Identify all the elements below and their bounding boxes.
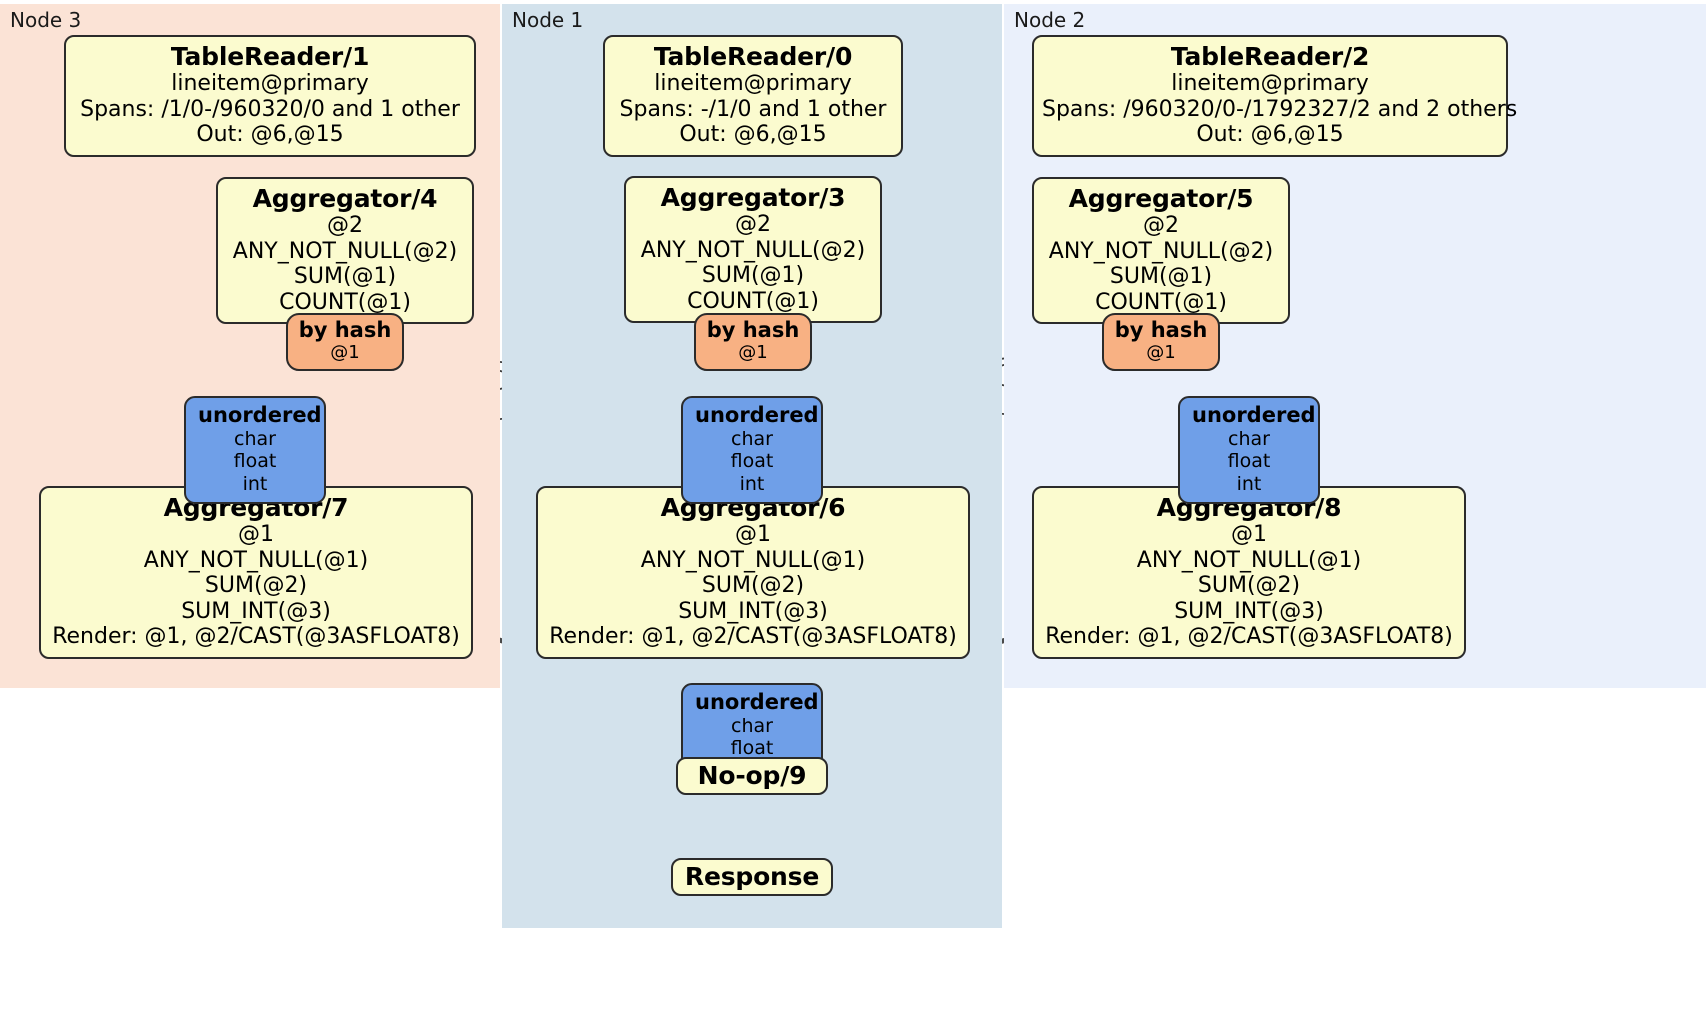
processor-line: Render: @1, @2/CAST(@3ASFLOAT8) <box>52 624 460 650</box>
processor-title: Aggregator/4 <box>252 184 438 213</box>
node-panel-label-node3: Node 3 <box>10 8 82 32</box>
synchronizer-line: char <box>1228 427 1270 450</box>
processor-line: lineitem@primary <box>1171 71 1369 96</box>
processor-line: SUM(@2) <box>204 573 308 599</box>
synchronizer-unordered-center[interactable]: unordered char float int <box>681 396 823 504</box>
processor-line: SUM_INT(@3) <box>1174 598 1324 624</box>
processor-aggregator-8[interactable]: Aggregator/8 @1 ANY_NOT_NULL(@1) SUM(@2)… <box>1032 486 1466 659</box>
processor-line: SUM(@1) <box>701 263 805 289</box>
synchronizer-title: unordered <box>695 690 819 714</box>
synchronizer-line: float <box>233 450 277 473</box>
processor-tablereader-1[interactable]: TableReader/1 lineitem@primary Spans: /1… <box>64 35 476 157</box>
processor-line: @2 <box>327 213 363 238</box>
processor-line: @2 <box>1143 213 1179 238</box>
synchronizer-line: int <box>739 472 765 495</box>
synchronizer-unordered-left[interactable]: unordered char float int <box>184 396 326 504</box>
processor-line: @2 <box>735 212 771 237</box>
processor-line: Out: @6,@15 <box>679 122 827 148</box>
processor-line: COUNT(@1) <box>279 289 411 315</box>
processor-line: Render: @1, @2/CAST(@3ASFLOAT8) <box>1045 624 1453 650</box>
processor-line: ANY_NOT_NULL(@2) <box>1048 238 1274 264</box>
processor-tablereader-0[interactable]: TableReader/0 lineitem@primary Spans: -/… <box>603 35 903 157</box>
node-panel-label-node1: Node 1 <box>512 8 584 32</box>
processor-aggregator-7[interactable]: Aggregator/7 @1 ANY_NOT_NULL(@1) SUM(@2)… <box>39 486 473 659</box>
synchronizer-title: unordered <box>695 403 819 427</box>
processor-line: Render: @1, @2/CAST(@3ASFLOAT8) <box>549 624 957 650</box>
synchronizer-line: float <box>730 737 774 760</box>
router-line: @1 <box>330 341 360 363</box>
synchronizer-line: float <box>730 450 774 473</box>
router-by-hash-left[interactable]: by hash @1 <box>286 313 404 371</box>
processor-line: SUM(@1) <box>293 264 397 290</box>
router-title: by hash <box>1114 318 1208 342</box>
processor-line: lineitem@primary <box>171 71 369 96</box>
processor-line: SUM(@2) <box>1197 573 1301 599</box>
synchronizer-line: char <box>731 427 773 450</box>
processor-response[interactable]: Response <box>671 858 833 896</box>
processor-line: @1 <box>1231 522 1267 547</box>
processor-title: TableReader/2 <box>1170 42 1370 71</box>
processor-title: Aggregator/3 <box>660 183 846 212</box>
processor-line: SUM(@1) <box>1109 264 1213 290</box>
processor-line: ANY_NOT_NULL(@2) <box>640 237 866 263</box>
router-title: by hash <box>706 318 800 342</box>
router-title: by hash <box>298 318 392 342</box>
processor-aggregator-5[interactable]: Aggregator/5 @2 ANY_NOT_NULL(@2) SUM(@1)… <box>1032 177 1290 325</box>
processor-line: Spans: /960320/0-/1792327/2 and 2 others <box>1042 96 1518 122</box>
processor-aggregator-6[interactable]: Aggregator/6 @1 ANY_NOT_NULL(@1) SUM(@2)… <box>536 486 970 659</box>
processor-title: TableReader/0 <box>653 42 853 71</box>
processor-line: ANY_NOT_NULL(@1) <box>640 547 866 573</box>
processor-line: SUM_INT(@3) <box>678 598 828 624</box>
processor-line: ANY_NOT_NULL(@1) <box>143 547 369 573</box>
processor-line: ANY_NOT_NULL(@1) <box>1136 547 1362 573</box>
processor-line: @1 <box>238 522 274 547</box>
processor-title: Response <box>684 862 820 891</box>
processor-line: COUNT(@1) <box>1095 289 1227 315</box>
processor-line: Out: @6,@15 <box>196 122 344 148</box>
node-panel-label-node2: Node 2 <box>1014 8 1086 32</box>
processor-line: Spans: /1/0-/960320/0 and 1 other <box>80 96 460 122</box>
processor-aggregator-3[interactable]: Aggregator/3 @2 ANY_NOT_NULL(@2) SUM(@1)… <box>624 176 882 324</box>
processor-line: SUM_INT(@3) <box>181 598 331 624</box>
synchronizer-unordered-right[interactable]: unordered char float int <box>1178 396 1320 504</box>
synchronizer-line: char <box>234 427 276 450</box>
synchronizer-line: char <box>731 714 773 737</box>
processor-line: lineitem@primary <box>654 71 852 96</box>
processor-line: ANY_NOT_NULL(@2) <box>232 238 458 264</box>
processor-title: TableReader/1 <box>170 42 370 71</box>
synchronizer-line: int <box>242 472 268 495</box>
processor-line: SUM(@2) <box>701 573 805 599</box>
synchronizer-line: float <box>1227 450 1271 473</box>
synchronizer-line: int <box>1236 472 1262 495</box>
processor-title: No-op/9 <box>697 761 807 790</box>
processor-title: Aggregator/5 <box>1068 184 1254 213</box>
processor-line: COUNT(@1) <box>687 288 819 314</box>
processor-line: @1 <box>735 522 771 547</box>
processor-line: Spans: -/1/0 and 1 other <box>619 96 887 122</box>
processor-line: Out: @6,@15 <box>1196 122 1344 148</box>
router-line: @1 <box>1146 341 1176 363</box>
router-by-hash-right[interactable]: by hash @1 <box>1102 313 1220 371</box>
processor-tablereader-2[interactable]: TableReader/2 lineitem@primary Spans: /9… <box>1032 35 1518 157</box>
router-by-hash-center[interactable]: by hash @1 <box>694 313 812 371</box>
synchronizer-unordered-final[interactable]: unordered char float <box>681 683 823 769</box>
router-line: @1 <box>738 341 768 363</box>
synchronizer-title: unordered <box>1192 403 1316 427</box>
processor-aggregator-4[interactable]: Aggregator/4 @2 ANY_NOT_NULL(@2) SUM(@1)… <box>216 177 474 325</box>
processor-noop-9[interactable]: No-op/9 <box>676 757 828 795</box>
synchronizer-title: unordered <box>198 403 322 427</box>
